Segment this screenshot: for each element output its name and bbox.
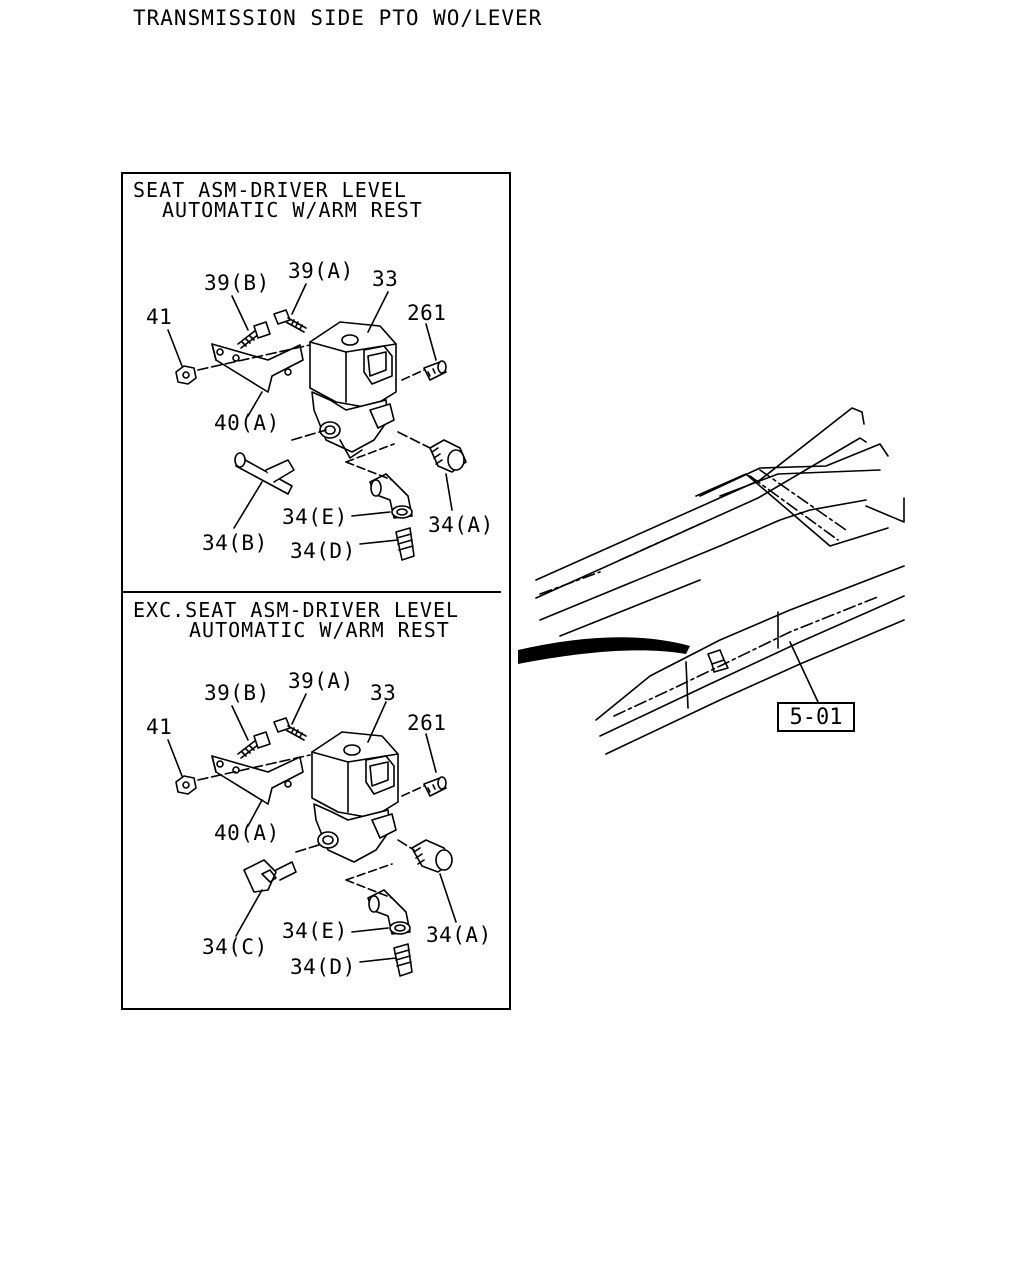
label-41: 41 bbox=[146, 715, 173, 739]
label-34c: 34(C) bbox=[202, 935, 268, 959]
label-33: 33 bbox=[372, 267, 399, 291]
chassis-frame bbox=[535, 407, 905, 755]
label-41: 41 bbox=[146, 305, 173, 329]
nut-41-upper bbox=[175, 365, 197, 385]
bolt-39b-lower bbox=[237, 731, 271, 759]
label-39a: 39(A) bbox=[288, 259, 354, 283]
solenoid-valve-33-lower bbox=[311, 731, 399, 863]
elbow-34e-lower bbox=[367, 889, 411, 935]
label-34d: 34(D) bbox=[290, 955, 356, 979]
elbow-34c-lower bbox=[243, 859, 297, 893]
fitting-34d-lower bbox=[393, 943, 413, 977]
label-261: 261 bbox=[407, 711, 447, 735]
section2-title-line2: AUTOMATIC W/ARM REST bbox=[189, 618, 450, 642]
bolt-39b-upper bbox=[237, 321, 271, 349]
bolt-39a-upper bbox=[273, 309, 307, 333]
section2-title-line1: EXC.SEAT ASM-DRIVER LEVEL bbox=[133, 598, 460, 622]
bracket-40a-upper bbox=[211, 343, 304, 393]
label-34d: 34(D) bbox=[290, 539, 356, 563]
elbow-34e-upper bbox=[369, 473, 413, 519]
fitting-261-lower bbox=[423, 776, 447, 797]
bracket-40a-lower bbox=[211, 755, 304, 805]
label-39b: 39(B) bbox=[204, 681, 270, 705]
reference-box[interactable]: 5-01 bbox=[777, 702, 855, 732]
section-divider bbox=[121, 591, 501, 593]
label-34a: 34(A) bbox=[428, 513, 494, 537]
label-34e: 34(E) bbox=[282, 505, 348, 529]
label-34b: 34(B) bbox=[202, 531, 268, 555]
label-33: 33 bbox=[370, 681, 397, 705]
fitting-34d-upper bbox=[395, 527, 415, 561]
section1-title-line1: SEAT ASM-DRIVER LEVEL bbox=[133, 178, 407, 202]
pointer-arrow bbox=[518, 637, 690, 664]
diagram-title: TRANSMISSION SIDE PTO WO/LEVER bbox=[133, 6, 543, 30]
nut-41-lower bbox=[175, 775, 197, 795]
label-34a: 34(A) bbox=[426, 923, 492, 947]
fitting-261-upper bbox=[423, 360, 447, 381]
label-261: 261 bbox=[407, 301, 447, 325]
pipe-34b-upper bbox=[234, 452, 295, 495]
section1-assembly bbox=[167, 283, 467, 561]
label-39a: 39(A) bbox=[288, 669, 354, 693]
label-40a: 40(A) bbox=[214, 411, 280, 435]
label-39b: 39(B) bbox=[204, 271, 270, 295]
section2-assembly bbox=[167, 693, 457, 977]
fitting-34a-lower bbox=[411, 839, 453, 873]
label-40a: 40(A) bbox=[214, 821, 280, 845]
label-34e: 34(E) bbox=[282, 919, 348, 943]
section1-title-line2: AUTOMATIC W/ARM REST bbox=[162, 198, 423, 222]
solenoid-valve-33-upper bbox=[309, 321, 397, 459]
bolt-39a-lower bbox=[273, 717, 307, 741]
fitting-34a-upper bbox=[429, 439, 467, 473]
